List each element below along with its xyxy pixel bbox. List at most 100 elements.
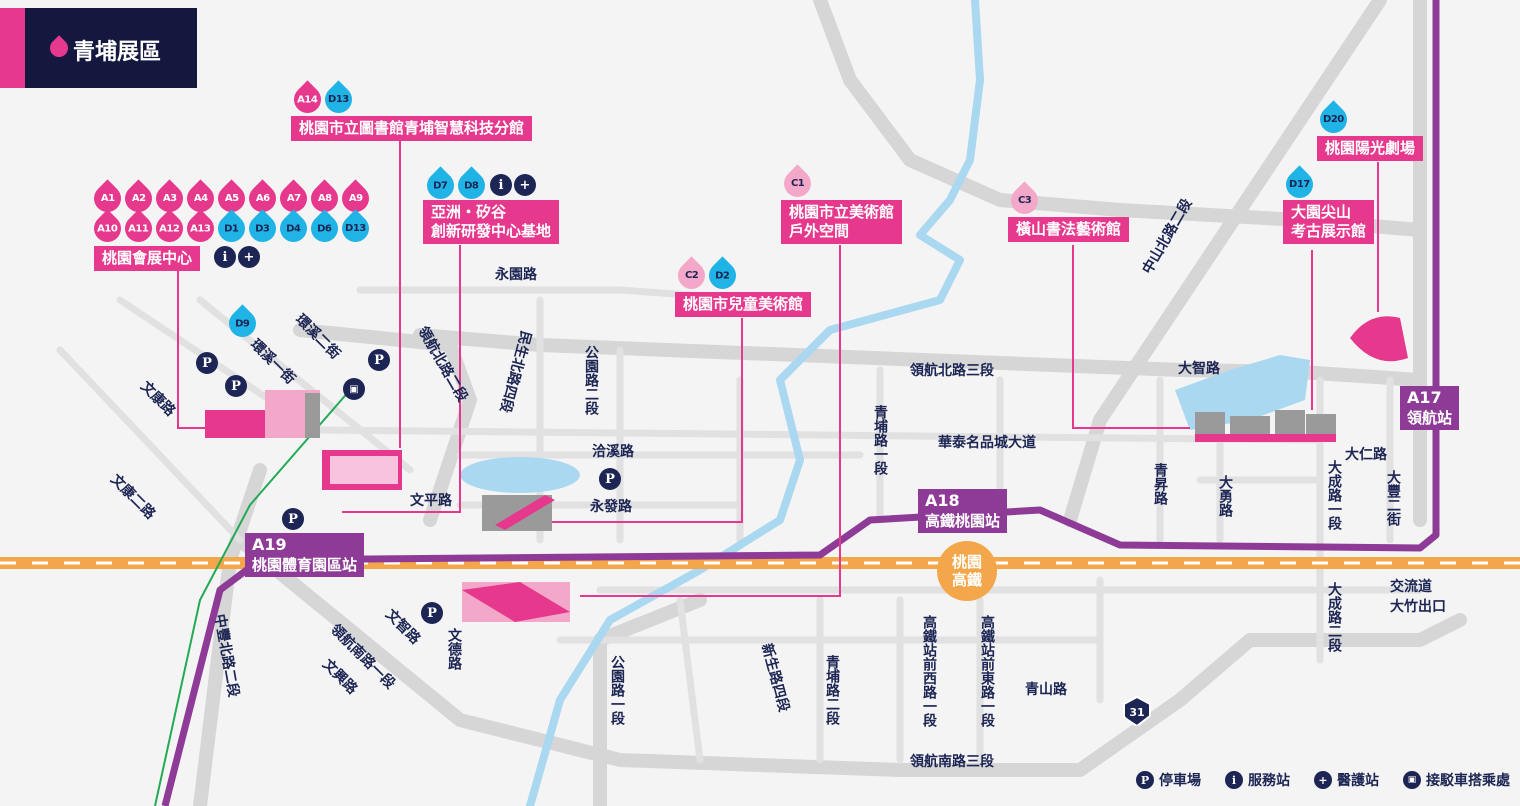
info-icon: i	[214, 246, 236, 268]
venue-code-marker[interactable]: D7	[421, 166, 460, 205]
venue-code-marker[interactable]: D13	[319, 80, 358, 119]
route-shield-icon: 31	[1123, 696, 1151, 726]
legend-parking: P 停車場	[1136, 770, 1201, 790]
road-label-gongyuan2: 公園路二段	[583, 345, 599, 416]
road-label-wenping: 文平路	[410, 492, 453, 509]
minor-roads	[56, 286, 1424, 764]
venue-label-archaeology-line2: 考古展示館	[1291, 222, 1367, 240]
venue-code-marker[interactable]: D17	[1280, 165, 1319, 204]
road-label-dacheng2: 大成路二段	[1326, 581, 1342, 653]
venue-code-marker[interactable]: D6	[305, 209, 344, 248]
legend-shuttle: ▣ 接駁車搭乘處	[1403, 770, 1510, 790]
parking-icon: P	[196, 352, 218, 374]
venue-code-marker[interactable]: A11	[119, 209, 158, 248]
venue-code-marker[interactable]: D4	[274, 209, 313, 248]
leader-lines	[177, 140, 1379, 597]
shuttle-bus-icon: ▣	[343, 378, 365, 400]
road-label-dazhi: 大智路	[1178, 360, 1221, 377]
parking-icon: P	[599, 468, 621, 490]
station-name: 高鐵桃園站	[925, 512, 1001, 530]
road-label-huatai: 華泰名品城大道	[938, 434, 1036, 451]
medical-icon: +	[238, 246, 260, 268]
venue-code-marker[interactable]: C2	[672, 256, 711, 295]
road-label-qingpu1: 青埔路一段	[872, 404, 888, 476]
venue-code-marker[interactable]: C3	[1005, 181, 1044, 220]
venue-code-marker[interactable]: D2	[703, 256, 742, 295]
venue-label-convention[interactable]: 桃園會展中心	[94, 246, 201, 271]
parking-icon: P	[421, 602, 443, 624]
road-label-linghang-n3: 領航北路三段	[910, 362, 994, 379]
station-a18[interactable]: A18 高鐵桃園站	[918, 489, 1008, 533]
venue-label-art-outdoor[interactable]: 桃園市立美術館 戶外空間	[781, 200, 903, 244]
road-label-hsr-east: 高鐵站前東路一段	[979, 614, 995, 728]
d9-codes: D9	[223, 304, 262, 343]
venue-code-marker[interactable]: A12	[150, 209, 189, 248]
venue-code-marker[interactable]: D3	[243, 209, 282, 248]
legend-info: i 服務站	[1225, 770, 1290, 790]
venue-label-art-outdoor-line2: 戶外空間	[789, 222, 850, 240]
medical-icon: +	[514, 174, 536, 196]
parking-icon: P	[368, 349, 390, 371]
venue-code-marker[interactable]: D1	[212, 209, 251, 248]
parking-icon: P	[282, 508, 304, 530]
venue-code-marker[interactable]: C1	[778, 164, 817, 203]
station-a17[interactable]: A17 領航站	[1400, 386, 1460, 430]
station-name: 桃園體育園區站	[252, 556, 358, 574]
venue-label-sunshine[interactable]: 桃園陽光劇場	[1317, 136, 1424, 161]
road-label-linghang-s3: 領航南路三段	[910, 753, 994, 770]
legend-parking-label: 停車場	[1159, 773, 1201, 789]
archaeology-codes: D17	[1280, 165, 1319, 204]
venue-label-silicon-line1: 亞洲・矽谷	[431, 203, 507, 221]
title-accent-bar	[0, 8, 25, 88]
road-label-qingpu2: 青埔路二段	[824, 654, 840, 726]
venue-code-marker[interactable]: D8	[452, 166, 491, 205]
station-a19[interactable]: A19 桃園體育園區站	[245, 533, 365, 577]
venue-label-archaeology[interactable]: 大園尖山 考古展示館	[1283, 200, 1375, 244]
pin-icon	[46, 35, 72, 61]
info-icon: i	[1225, 771, 1243, 789]
venue-code-marker[interactable]: D13	[336, 209, 375, 248]
road-label-qiaxi: 洽溪路	[592, 443, 635, 460]
road-label-dayong: 大勇路	[1217, 474, 1233, 517]
pond-west	[460, 457, 580, 493]
road-label-gongyuan1: 公園路一段	[609, 655, 625, 726]
building-art-museum	[462, 582, 570, 622]
road-label-qingshan: 青山路	[1025, 681, 1068, 698]
area-title-text: 青埔展區	[73, 40, 162, 65]
river	[526, 0, 984, 806]
venue-label-calligraphy[interactable]: 橫山書法藝術館	[1008, 217, 1130, 242]
venue-code-marker[interactable]: A10	[88, 209, 127, 248]
area-title: 青埔展區	[0, 8, 197, 88]
station-code: A17	[1407, 388, 1442, 407]
medical-icon: +	[1314, 771, 1332, 789]
building-sunshine	[1350, 316, 1408, 362]
children-codes: C2 D2	[672, 256, 742, 295]
venue-label-silicon[interactable]: 亞洲・矽谷 創新研發中心基地	[423, 200, 560, 244]
venue-code-marker[interactable]: D20	[1314, 100, 1353, 139]
calligraphy-codes: C3	[1005, 181, 1044, 220]
venue-label-archaeology-line1: 大園尖山	[1291, 203, 1352, 221]
venue-label-children[interactable]: 桃園市兒童美術館	[675, 292, 812, 317]
building-silicon	[482, 495, 555, 531]
road-label-yongyuan: 永園路	[494, 266, 538, 283]
art-outdoor-codes: C1	[778, 164, 817, 203]
road-label-dafeng2: 大豐二街	[1385, 469, 1402, 527]
hsr-station-badge[interactable]: 桃園 高鐵	[937, 541, 997, 601]
legend: P 停車場 i 服務站 + 醫護站 ▣ 接駁車搭乘處	[1136, 770, 1510, 790]
building-calligraphy	[1195, 410, 1336, 442]
venue-code-marker[interactable]: A14	[288, 80, 327, 119]
road-label-qingsheng: 青昇路	[1152, 462, 1168, 505]
pond-east	[1175, 355, 1310, 430]
info-icon: i	[490, 174, 512, 196]
convention-codes-row2: A10 A11 A12 A13 D1 D3 D4 D6 D13	[88, 209, 375, 248]
road-label-jiaoliu-2: 大竹出口	[1390, 598, 1446, 615]
venue-label-library[interactable]: 桃園市立圖書館青埔智慧科技分館	[291, 116, 533, 141]
silicon-codes: D7 D8	[421, 166, 491, 205]
venue-code-marker[interactable]: D9	[223, 304, 262, 343]
venue-code-marker[interactable]: A13	[181, 209, 220, 248]
library-codes: A14 D13	[288, 80, 358, 119]
road-label-yongfa: 永發路	[589, 498, 633, 515]
road-label-jiaoliu-1: 交流道	[1390, 578, 1432, 595]
parking-icon: P	[225, 375, 247, 397]
